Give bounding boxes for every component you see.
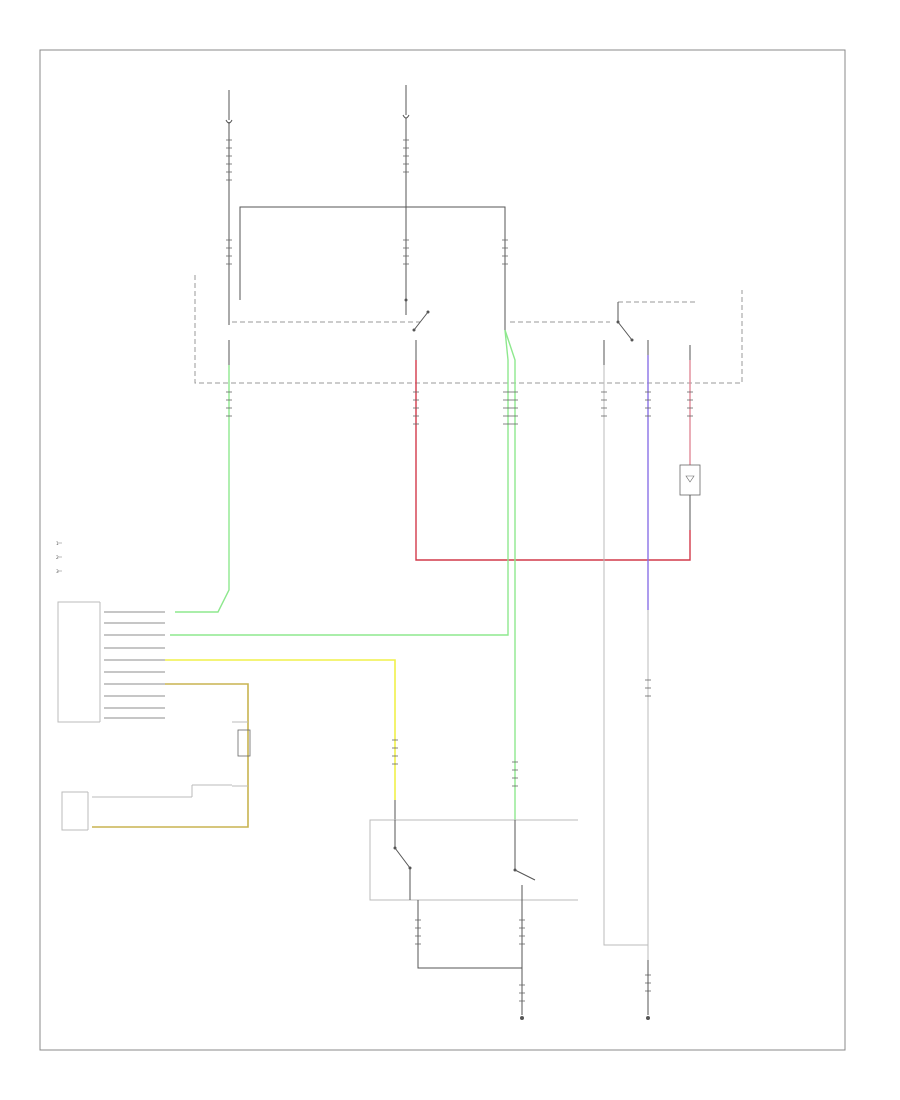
legend-item-3: 3 (56, 569, 59, 574)
connector-stack (415, 919, 421, 945)
connector-stack (502, 239, 508, 265)
top-bus (239, 206, 508, 300)
legend-item-2: 2 (56, 555, 59, 560)
connector-stack (512, 761, 518, 787)
connector-stack (645, 391, 651, 417)
connector-stack (403, 239, 409, 265)
diode-box (679, 464, 701, 496)
fuse-feed-middle (402, 85, 410, 300)
connector-stack (687, 391, 693, 417)
legend: 1 2 3 (56, 541, 62, 574)
yellow-brown-wire (92, 683, 249, 828)
connector-stack (226, 391, 232, 417)
connector-stack (645, 679, 651, 697)
green-wire-left (175, 365, 232, 613)
legend-item-1: 1 (56, 541, 59, 546)
connector-stack (403, 139, 409, 173)
connector-stack (392, 739, 398, 765)
ecu-pin-grid (104, 611, 165, 719)
diagram-frame (39, 49, 846, 1051)
pink-wire (679, 360, 701, 530)
inline-component (232, 721, 251, 787)
ground-wires (415, 900, 525, 1020)
relay-switch-1 (228, 298, 430, 365)
connector-stack (226, 239, 232, 265)
ground-point (646, 1016, 650, 1020)
grey-wire-right (601, 365, 648, 946)
fuse-feed-left (225, 90, 233, 300)
connector-stack (503, 391, 518, 425)
green-wire-middle (170, 329, 518, 820)
sensor-block (61, 784, 232, 831)
red-wire (413, 360, 691, 561)
connector-stack (519, 919, 525, 945)
connector-stack (226, 139, 232, 181)
connector-stack (413, 391, 419, 425)
ecu-connector (57, 601, 165, 723)
relay-box (194, 275, 743, 384)
blue-wire (645, 355, 651, 1020)
yellow-wire (165, 659, 398, 820)
switch-box (369, 819, 578, 901)
relay-switch-2 (504, 300, 691, 365)
connector-stack (601, 391, 607, 417)
connector-stack (519, 984, 525, 1002)
ground-point (520, 1016, 524, 1020)
